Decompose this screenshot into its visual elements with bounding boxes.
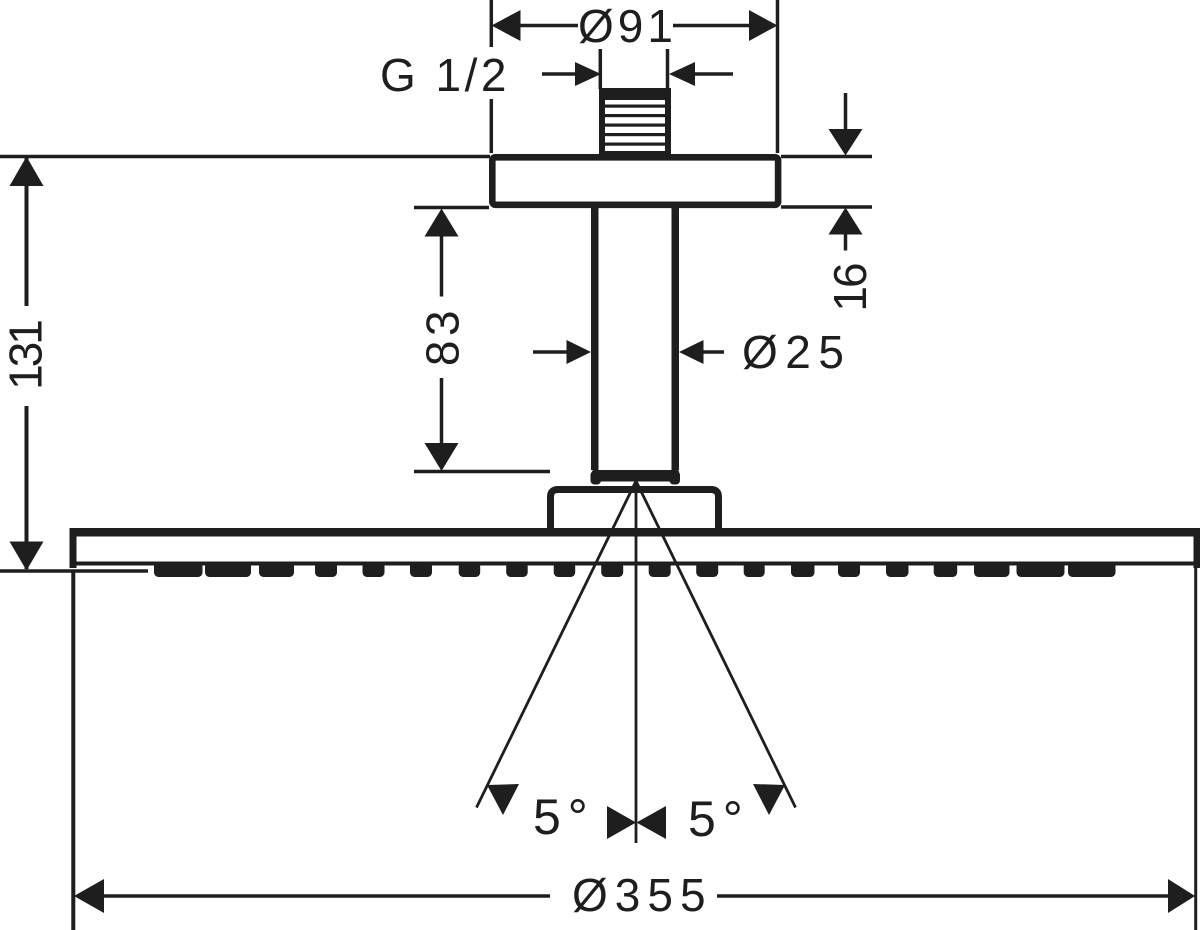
svg-text:G 1/2: G 1/2 <box>380 49 510 101</box>
svg-text:5°: 5° <box>533 789 595 845</box>
svg-text:Ø25: Ø25 <box>742 326 851 378</box>
svg-text:16: 16 <box>824 264 876 312</box>
svg-text:131: 131 <box>0 321 52 390</box>
svg-text:Ø355: Ø355 <box>572 869 713 921</box>
svg-text:5°: 5° <box>688 791 750 847</box>
svg-text:83: 83 <box>417 306 469 366</box>
svg-text:Ø91: Ø91 <box>578 0 677 52</box>
